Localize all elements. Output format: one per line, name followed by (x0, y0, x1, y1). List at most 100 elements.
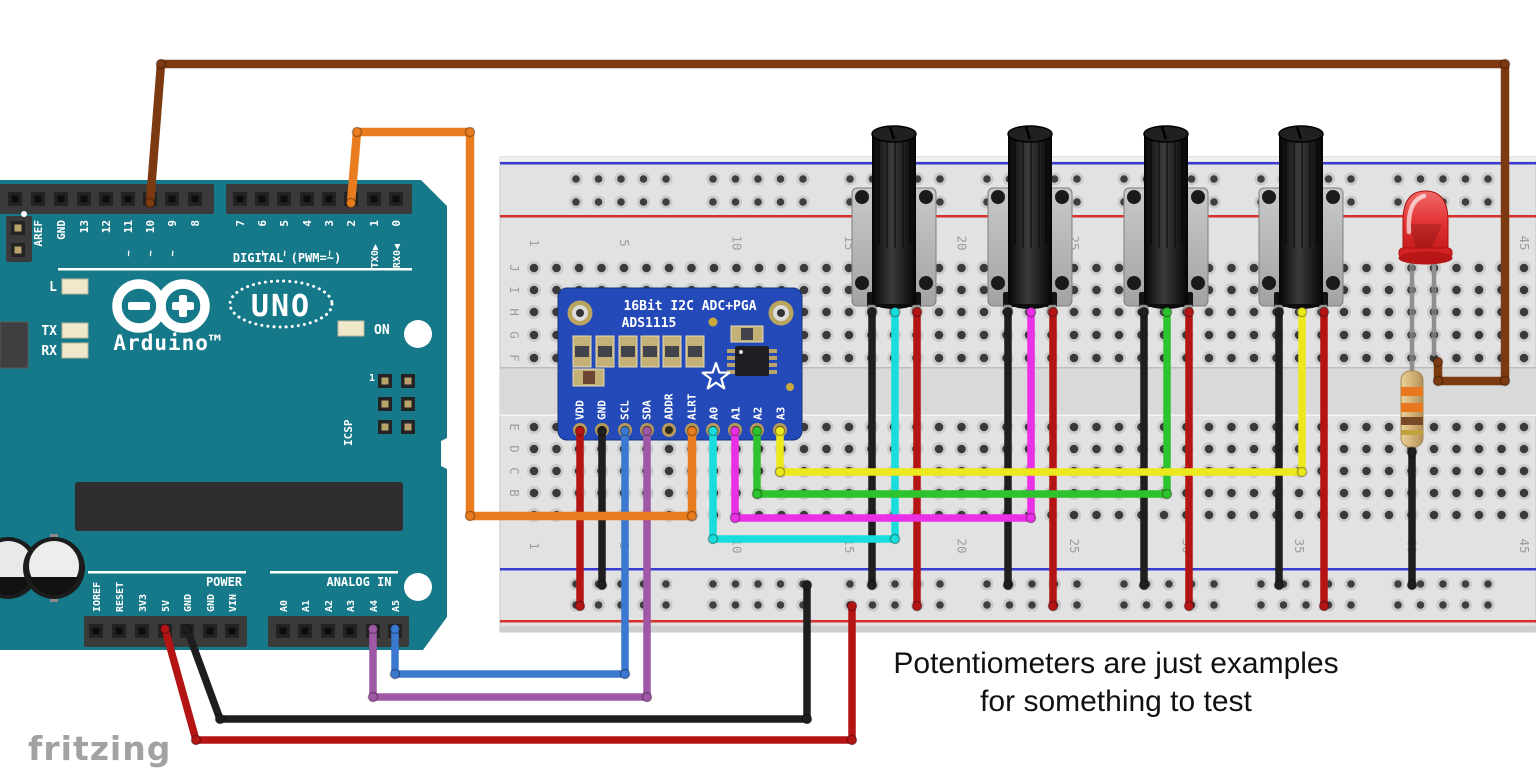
svg-text:6: 6 (256, 220, 269, 227)
svg-text:1: 1 (527, 542, 542, 550)
svg-text:10: 10 (144, 220, 157, 233)
capacitor-right (23, 534, 85, 602)
svg-text:~: ~ (278, 250, 291, 257)
svg-text:2: 2 (345, 220, 358, 227)
svg-text:RESET: RESET (115, 582, 126, 612)
svg-text:E: E (507, 423, 522, 431)
caption-line1: Potentiometers are just examples (893, 647, 1338, 680)
wire-alrt-d2[interactable] (346, 127, 697, 521)
adafruit-star-icon (701, 361, 731, 390)
svg-text:SDA: SDA (641, 400, 654, 420)
smd-capacitors (572, 325, 764, 387)
potentiometer-4[interactable] (1257, 124, 1345, 316)
svg-text:9: 9 (166, 220, 179, 227)
icsp-pin1: 1 (369, 373, 375, 384)
svg-text:~: ~ (323, 250, 336, 257)
svg-text:A3: A3 (346, 600, 357, 612)
pin1-dot (21, 211, 27, 217)
mcu-chip (75, 482, 403, 531)
fritzing-watermark: fritzing (28, 729, 171, 768)
potentiometer-1[interactable] (850, 124, 938, 316)
rail-hole-row (569, 598, 1495, 612)
svg-text:~: ~ (144, 250, 157, 257)
svg-text:4: 4 (301, 220, 314, 227)
digital-header-right (226, 184, 412, 214)
svg-text:13: 13 (78, 220, 91, 233)
svg-text:IOREF: IOREF (92, 582, 103, 612)
svg-text:10: 10 (730, 235, 745, 250)
svg-text:~: ~ (256, 250, 269, 257)
arduino-infinity-logo (112, 279, 210, 333)
svg-text:7: 7 (234, 220, 247, 227)
ads1115-pin-labels: VDD GND SCL SDA ADDR ALRT A0 A1 A2 A3 (574, 393, 788, 420)
svg-text:ADDR: ADDR (663, 393, 676, 420)
arduino-board[interactable]: AREF GND 13 12 11 10 9 8 7 6 5 4 3 2 1 0… (0, 180, 447, 650)
svg-text:3: 3 (323, 220, 336, 227)
svg-text:J: J (507, 264, 522, 272)
svg-text:H: H (507, 308, 522, 316)
svg-text:45: 45 (1517, 235, 1532, 250)
svg-text:~: ~ (122, 250, 135, 257)
wire-sda-a4[interactable] (369, 427, 651, 701)
svg-text:F: F (507, 354, 522, 362)
svg-text:B: B (507, 489, 522, 497)
svg-text:GND: GND (596, 400, 609, 420)
wire-arduino-gnd-rail[interactable] (183, 581, 811, 723)
svg-text:RX0◀: RX0◀ (392, 244, 403, 268)
ads1115-board[interactable]: 16Bit I2C ADC+PGA ADS1115 VDD GND SCL S (557, 287, 803, 441)
red-led[interactable] (1398, 190, 1453, 375)
svg-text:AREF: AREF (32, 220, 45, 247)
wire-a2-pot3[interactable] (753, 308, 1171, 498)
negative-rail-line-bottom (500, 568, 1536, 571)
resistor-band-2 (1401, 403, 1423, 412)
svg-text:1: 1 (368, 220, 381, 227)
svg-text:A1: A1 (730, 406, 743, 420)
resistor-band-3 (1401, 417, 1423, 425)
svg-text:5: 5 (617, 239, 632, 247)
ads1115-name: ADS1115 (622, 316, 677, 331)
led-tx-label: TX (41, 324, 57, 339)
wire-a3-pot4[interactable] (776, 308, 1306, 476)
ads1115-title: 16Bit I2C ADC+PGA (623, 299, 756, 314)
rx-led (61, 342, 89, 359)
svg-text:20: 20 (955, 538, 970, 553)
svg-text:A0: A0 (279, 600, 290, 612)
mount-hole (404, 573, 432, 601)
led-l-label: L (49, 280, 57, 295)
arduino-pcb (0, 180, 447, 650)
svg-text:VDD: VDD (574, 400, 587, 420)
svg-text:25: 25 (1067, 538, 1082, 553)
svg-text:GND: GND (183, 594, 194, 612)
svg-text:3V3: 3V3 (138, 594, 149, 612)
svg-text:A2: A2 (752, 407, 765, 420)
arduino-brand: Arduino™ (113, 331, 222, 355)
resistor[interactable] (1400, 370, 1424, 455)
svg-text:0: 0 (390, 220, 403, 227)
svg-text:12: 12 (100, 220, 113, 233)
wire-a0-pot1[interactable] (709, 308, 899, 543)
svg-text:SCL: SCL (619, 400, 632, 420)
potentiometer-3[interactable] (1122, 124, 1210, 316)
svg-text:GND: GND (206, 594, 217, 612)
svg-text:G: G (507, 331, 522, 339)
on-led (337, 320, 365, 337)
svg-text:5V: 5V (161, 600, 172, 612)
svg-text:VIN: VIN (228, 594, 239, 612)
analog-section-label: ANALOG IN (326, 575, 391, 589)
on-led-label: ON (374, 323, 390, 338)
wire-arduino-5v-rail[interactable] (161, 602, 856, 744)
wire-a1-pot2[interactable] (731, 308, 1035, 522)
resistor-band-gold (1401, 430, 1423, 435)
svg-text:I: I (507, 286, 522, 294)
svg-text:A3: A3 (775, 407, 788, 420)
potentiometer-2[interactable] (986, 124, 1074, 316)
power-section-label: POWER (206, 575, 243, 589)
mount-hole (404, 320, 432, 348)
uno-badge-oval (228, 279, 334, 329)
svg-text:D: D (507, 445, 522, 453)
svg-text:A4: A4 (369, 600, 380, 612)
svg-text:1: 1 (527, 239, 542, 247)
svg-text:20: 20 (955, 235, 970, 250)
wire-scl-a5[interactable] (391, 427, 629, 678)
